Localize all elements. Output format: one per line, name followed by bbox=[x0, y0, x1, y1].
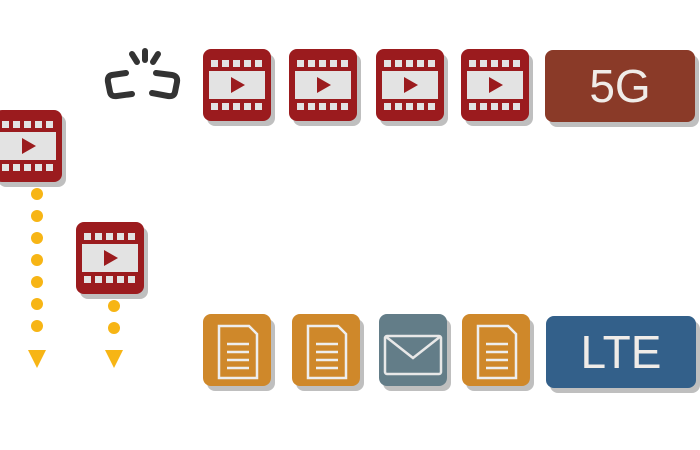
email-packet bbox=[379, 314, 447, 386]
down-arrow-icon bbox=[28, 350, 46, 368]
document-icon bbox=[217, 324, 259, 380]
envelope-icon bbox=[383, 334, 443, 376]
dot bbox=[31, 254, 43, 266]
dot bbox=[31, 320, 43, 332]
drop-path-dots bbox=[108, 300, 120, 344]
document-packet bbox=[292, 314, 360, 386]
drop-path-dots bbox=[31, 188, 43, 342]
lte-label: LTE bbox=[580, 326, 662, 378]
dropped-video-packet bbox=[76, 222, 144, 294]
dot bbox=[31, 210, 43, 222]
dot bbox=[31, 232, 43, 244]
dot bbox=[108, 300, 120, 312]
video-packet bbox=[461, 49, 529, 121]
video-film-icon bbox=[82, 233, 138, 283]
dropped-video-packet bbox=[0, 110, 62, 182]
video-film-icon bbox=[209, 60, 265, 110]
video-film-icon bbox=[295, 60, 351, 110]
dot bbox=[31, 276, 43, 288]
video-packet bbox=[203, 49, 271, 121]
document-icon bbox=[306, 324, 348, 380]
down-arrow-icon bbox=[105, 350, 123, 368]
lte-network-block: LTE bbox=[546, 316, 696, 388]
broken-link-icon bbox=[104, 48, 181, 100]
video-film-icon bbox=[382, 60, 438, 110]
video-film-icon bbox=[0, 121, 56, 171]
video-packet bbox=[376, 49, 444, 121]
dot bbox=[31, 188, 43, 200]
dot bbox=[108, 322, 120, 334]
document-packet bbox=[462, 314, 530, 386]
video-film-icon bbox=[467, 60, 523, 110]
dot bbox=[31, 298, 43, 310]
video-packet bbox=[289, 49, 357, 121]
5g-network-block: 5G bbox=[545, 50, 695, 122]
document-icon bbox=[476, 324, 518, 380]
document-packet bbox=[203, 314, 271, 386]
5g-label: 5G bbox=[589, 60, 651, 112]
